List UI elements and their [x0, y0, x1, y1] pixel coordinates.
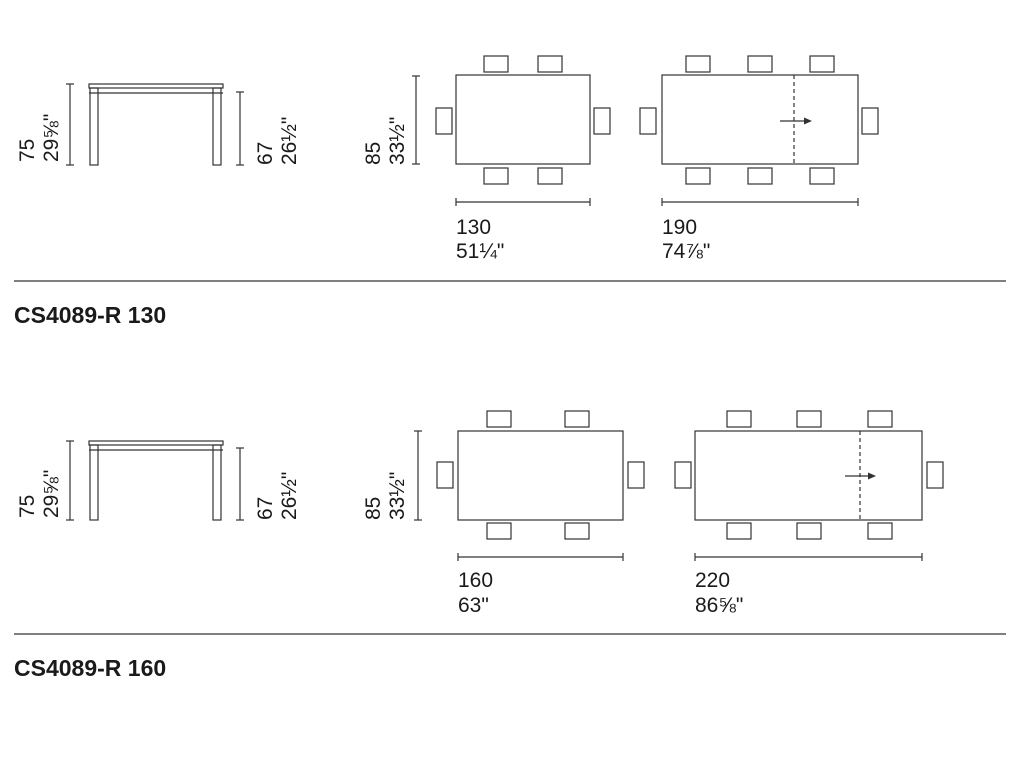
- plan-view-closed: [435, 55, 611, 185]
- extended-length-inch: 74⅞": [662, 240, 710, 263]
- leg-height-inch: 26½": [278, 472, 301, 520]
- chair: [926, 461, 944, 489]
- extended-length-inch: 86⅝": [695, 594, 743, 617]
- leg-height-dimension: 67 26½": [236, 91, 301, 166]
- chair: [486, 410, 512, 428]
- chair: [486, 522, 512, 540]
- chair: [796, 522, 822, 540]
- closed-length-cm: 160: [458, 569, 493, 592]
- side-elevation: [88, 83, 224, 166]
- chair: [674, 461, 692, 489]
- length-dimension-extended: 220 86⅝": [694, 553, 923, 617]
- height-dimension: 75 29⅝": [16, 440, 74, 521]
- chair: [726, 522, 752, 540]
- closed-length-cm: 130: [456, 216, 491, 239]
- chair: [435, 107, 453, 135]
- chair: [747, 167, 773, 185]
- chair: [483, 55, 509, 73]
- extended-length-cm: 190: [662, 216, 697, 239]
- extension-arrow-icon: [868, 472, 876, 480]
- length-dimension-extended: 190 74⅞": [661, 198, 859, 263]
- chair: [867, 410, 893, 428]
- depth-cm: 85: [362, 142, 385, 165]
- section-160: 75 29⅝" 67 26½" 85 33½": [14, 410, 1006, 681]
- chair: [726, 410, 752, 428]
- height-cm: 75: [16, 495, 39, 518]
- chair: [639, 107, 657, 135]
- extension-arrow-icon: [804, 117, 812, 125]
- height-dimension: 75 29⅝": [16, 83, 74, 166]
- chair: [809, 167, 835, 185]
- chair: [537, 167, 563, 185]
- height-inch: 29⅝": [40, 114, 63, 162]
- chair: [436, 461, 454, 489]
- leg-height-cm: 67: [254, 142, 277, 165]
- depth-inch: 33½": [386, 117, 409, 165]
- chair: [537, 55, 563, 73]
- leg-height-inch: 26½": [278, 117, 301, 165]
- chair: [627, 461, 645, 489]
- depth-cm: 85: [362, 497, 385, 520]
- plan-view-extended: [639, 55, 879, 185]
- side-elevation: [88, 440, 224, 521]
- height-inch: 29⅝": [40, 470, 63, 518]
- chair: [861, 107, 879, 135]
- chair: [685, 55, 711, 73]
- height-cm: 75: [16, 139, 39, 162]
- plan-view-extended: [674, 410, 944, 540]
- length-dimension-closed: 160 63": [457, 553, 624, 617]
- chair: [867, 522, 893, 540]
- leg-height-dimension: 67 26½": [236, 447, 301, 521]
- plan-view-closed: [436, 410, 645, 540]
- model-title: CS4089-R 160: [14, 655, 166, 681]
- chair: [747, 55, 773, 73]
- chair: [564, 410, 590, 428]
- chair: [796, 410, 822, 428]
- chair: [809, 55, 835, 73]
- leg-height-cm: 67: [254, 497, 277, 520]
- extended-length-cm: 220: [695, 569, 730, 592]
- chair: [685, 167, 711, 185]
- depth-dimension: 85 33½": [362, 75, 420, 165]
- closed-length-inch: 51¼": [456, 240, 504, 263]
- depth-inch: 33½": [386, 472, 409, 520]
- section-130: 75 29⅝" 67 26½" 85 33½": [14, 55, 1006, 328]
- closed-length-inch: 63": [458, 594, 489, 617]
- length-dimension-closed: 130 51¼": [455, 198, 591, 263]
- chair: [593, 107, 611, 135]
- model-title: CS4089-R 130: [14, 302, 166, 328]
- depth-dimension: 85 33½": [362, 430, 422, 521]
- chair: [483, 167, 509, 185]
- chair: [564, 522, 590, 540]
